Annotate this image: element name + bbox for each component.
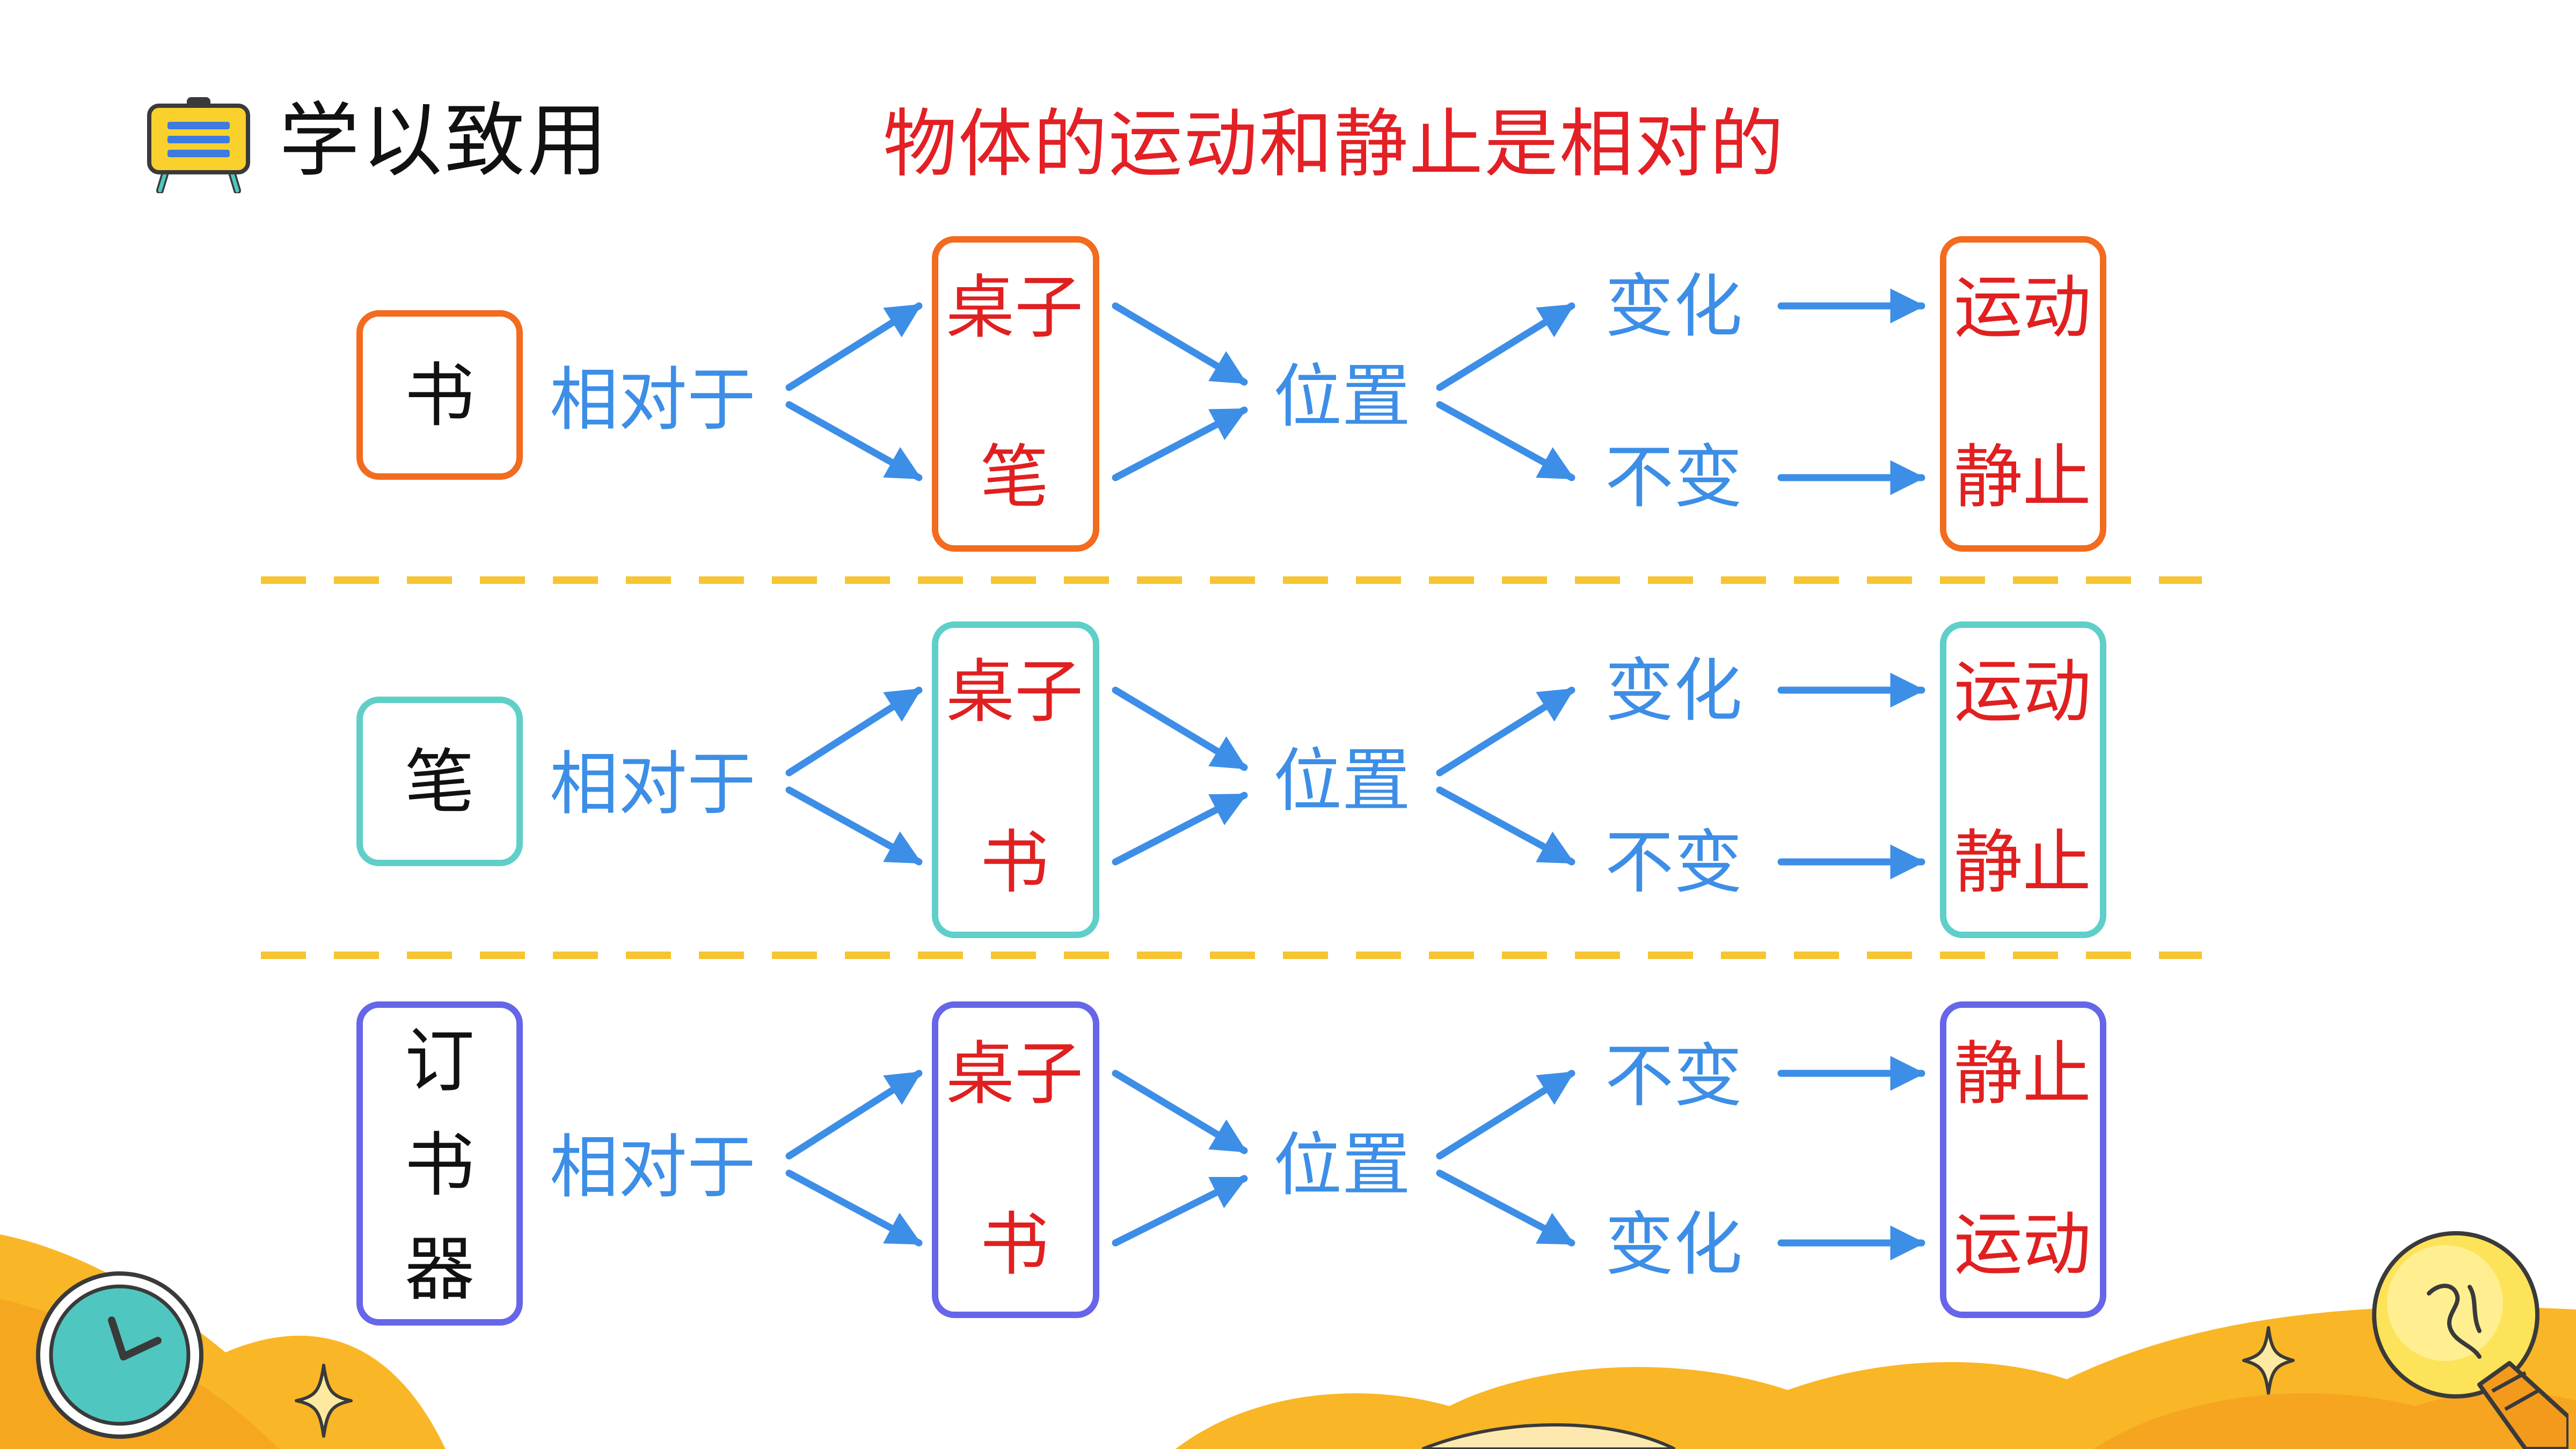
flow-arrow-19 [1112,1070,1248,1154]
flow-arrow-10 [785,786,923,866]
reference-1-row1: 桌子 [946,268,1084,348]
state-2-row1: 不变 [1605,437,1743,517]
reference-1-row2: 桌子 [946,652,1084,732]
result-2-row1: 静止 [1954,437,2092,517]
page-title: 学以致用 [279,94,610,188]
flow-arrow-22 [1436,1169,1575,1247]
result-box-row3 [1940,1001,2106,1318]
sparkle-icon [295,1364,353,1438]
presentation-board-icon [145,94,252,194]
divider-2 [261,952,2202,959]
flow-arrow-18 [785,1169,923,1247]
position-row2: 位置 [1273,741,1411,821]
relation-row2: 相对于 [550,744,756,824]
position-row1: 位置 [1273,357,1411,437]
page-subtitle: 物体的运动和静止是相对的 [883,101,1785,187]
result-box-row1 [1940,236,2106,552]
sparkle-icon-right [2242,1326,2295,1395]
flow-arrow-21 [1436,1070,1575,1160]
flow-arrow-9 [785,686,923,777]
state-1-row1: 变化 [1605,267,1743,347]
subject-box-row2 [356,697,523,866]
reference-2-row1: 笔 [980,437,1049,517]
reference-box-row3 [932,1001,1099,1318]
clock-icon [36,1271,203,1439]
relation-row1: 相对于 [550,360,756,440]
result-1-row2: 运动 [1954,652,2092,732]
relation-row3: 相对于 [550,1128,756,1208]
subject-line-3-row3: 器 [404,1228,475,1310]
result-2-row2: 静止 [1954,823,2092,903]
subject-box-row1 [356,310,523,480]
divider-1 [261,576,2202,584]
subject-line-2-row3: 书 [404,1124,475,1206]
flow-arrow-3 [1112,302,1248,386]
state-1-row2: 变化 [1605,651,1743,731]
reference-2-row2: 书 [980,823,1049,903]
state-1-row3: 不变 [1605,1036,1743,1116]
result-1-row1: 运动 [1954,268,2092,348]
subject-row1: 书 [404,355,475,436]
flow-arrow-12 [1112,792,1248,866]
reference-1-row3: 桌子 [946,1034,1084,1114]
result-box-row2 [1940,621,2106,938]
flow-arrow-13 [1436,686,1575,777]
subject-row2: 笔 [404,741,475,823]
flow-arrow-14 [1436,786,1575,866]
state-2-row2: 不变 [1605,823,1743,903]
flow-arrow-2 [785,401,923,481]
light-bulb-icon [2372,1231,2568,1449]
flow-arrow-4 [1112,406,1248,481]
result-2-row3: 运动 [1954,1205,2092,1285]
flow-arrow-1 [785,302,923,391]
result-1-row3: 静止 [1954,1034,2092,1114]
reference-box-row2 [932,621,1099,938]
reference-box-row1 [932,236,1099,552]
flow-arrow-20 [1112,1175,1248,1247]
position-row3: 位置 [1273,1125,1411,1205]
flow-arrow-5 [1436,302,1575,391]
state-2-row3: 变化 [1605,1205,1743,1285]
flow-arrow-17 [785,1070,923,1160]
subject-line-1-row3: 订 [404,1020,475,1102]
flow-arrow-6 [1436,401,1575,481]
reference-2-row3: 书 [980,1205,1049,1285]
flow-arrow-11 [1112,686,1248,771]
